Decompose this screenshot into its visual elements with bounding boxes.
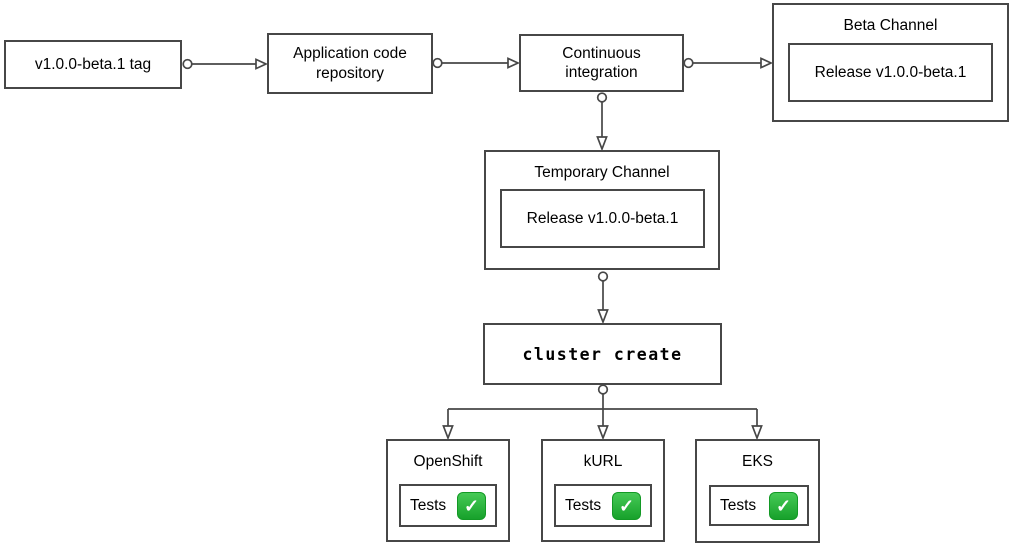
kurl-tests-box: Tests ✓ bbox=[554, 484, 652, 527]
edge-ci-to-beta bbox=[683, 57, 774, 69]
beta-channel-title: Beta Channel bbox=[843, 17, 938, 34]
kurl-tests-label: Tests bbox=[565, 496, 602, 514]
edge-tag-to-repo bbox=[182, 58, 269, 70]
node-openshift: OpenShift Tests ✓ bbox=[386, 439, 510, 542]
continuous-integration-label: Continuous integration bbox=[562, 44, 641, 81]
temporary-channel-title: Temporary Channel bbox=[534, 164, 670, 181]
edge-cluster-to-clusters bbox=[442, 384, 763, 441]
node-beta-channel: Beta Channel Release v1.0.0-beta.1 bbox=[772, 3, 1009, 122]
eks-title: EKS bbox=[741, 453, 773, 470]
openshift-title: OpenShift bbox=[413, 453, 483, 470]
temp-release-box: Release v1.0.0-beta.1 bbox=[500, 189, 705, 248]
node-kurl: kURL Tests ✓ bbox=[541, 439, 665, 542]
app-repo-label: Application code repository bbox=[293, 45, 407, 82]
check-glyph: ✓ bbox=[775, 495, 792, 516]
eks-tests-label: Tests bbox=[720, 496, 757, 514]
check-glyph: ✓ bbox=[463, 495, 480, 516]
node-eks: EKS Tests ✓ bbox=[695, 439, 820, 543]
node-cluster-create: cluster create bbox=[483, 323, 722, 385]
node-app-repo: Application code repository bbox=[267, 33, 433, 94]
check-icon: ✓ bbox=[769, 491, 798, 520]
edge-ci-to-temp bbox=[596, 92, 608, 152]
node-continuous-integration: Continuous integration bbox=[519, 34, 684, 92]
edge-repo-to-ci bbox=[432, 57, 521, 69]
check-glyph: ✓ bbox=[618, 495, 635, 516]
beta-release-label: Release v1.0.0-beta.1 bbox=[814, 63, 967, 81]
beta-release-box: Release v1.0.0-beta.1 bbox=[788, 43, 993, 102]
openshift-tests-box: Tests ✓ bbox=[399, 484, 497, 527]
check-icon: ✓ bbox=[457, 491, 486, 520]
node-version-tag: v1.0.0-beta.1 tag bbox=[4, 40, 182, 89]
check-icon: ✓ bbox=[612, 491, 641, 520]
node-temporary-channel: Temporary Channel Release v1.0.0-beta.1 bbox=[484, 150, 720, 270]
openshift-tests-label: Tests bbox=[410, 496, 447, 514]
version-tag-label: v1.0.0-beta.1 tag bbox=[34, 55, 152, 73]
kurl-title: kURL bbox=[583, 453, 623, 470]
cluster-create-label: cluster create bbox=[522, 344, 683, 364]
eks-tests-box: Tests ✓ bbox=[709, 485, 809, 526]
temp-release-label: Release v1.0.0-beta.1 bbox=[526, 209, 679, 227]
edge-temp-to-cluster bbox=[597, 271, 609, 325]
